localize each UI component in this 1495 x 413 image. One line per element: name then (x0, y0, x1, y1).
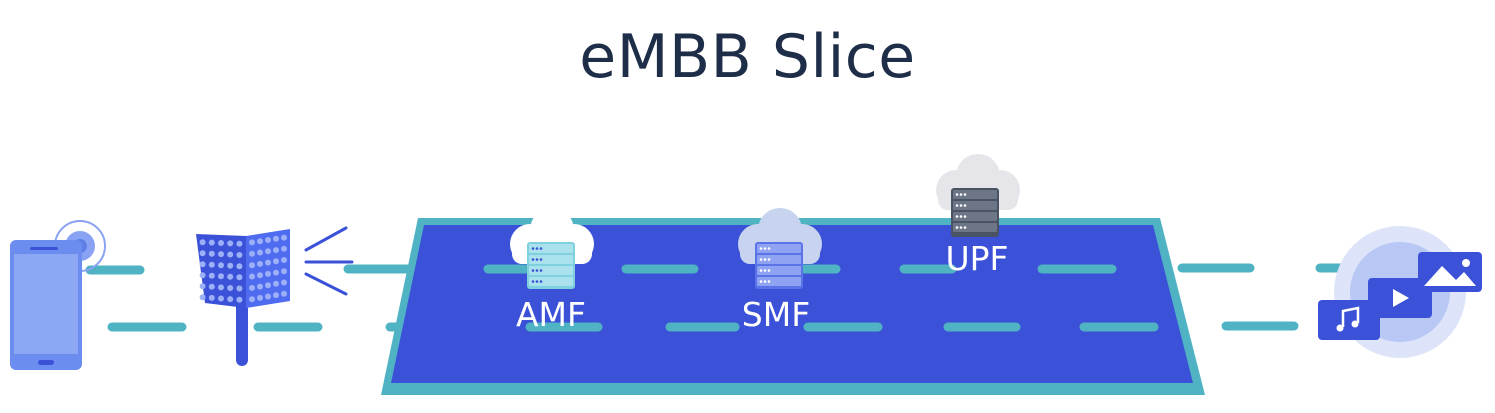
server-stack-icon (951, 188, 999, 237)
smf-label: SMF (742, 295, 810, 334)
upf-label: UPF (945, 239, 1008, 278)
server-stack-icon (755, 242, 803, 289)
slice-title: eMBB Slice (579, 22, 916, 92)
play-icon (1368, 278, 1432, 318)
amf-function: AMF (510, 208, 594, 334)
media-icon (1318, 226, 1482, 358)
smf-function: SMF (738, 208, 822, 334)
amf-label: AMF (516, 295, 586, 334)
antenna-icon (196, 226, 354, 366)
smartphone-icon (10, 220, 106, 370)
upf-function: UPF (936, 154, 1020, 278)
image-icon (1418, 252, 1482, 292)
music-note-icon (1318, 300, 1380, 340)
server-stack-icon (527, 242, 575, 289)
